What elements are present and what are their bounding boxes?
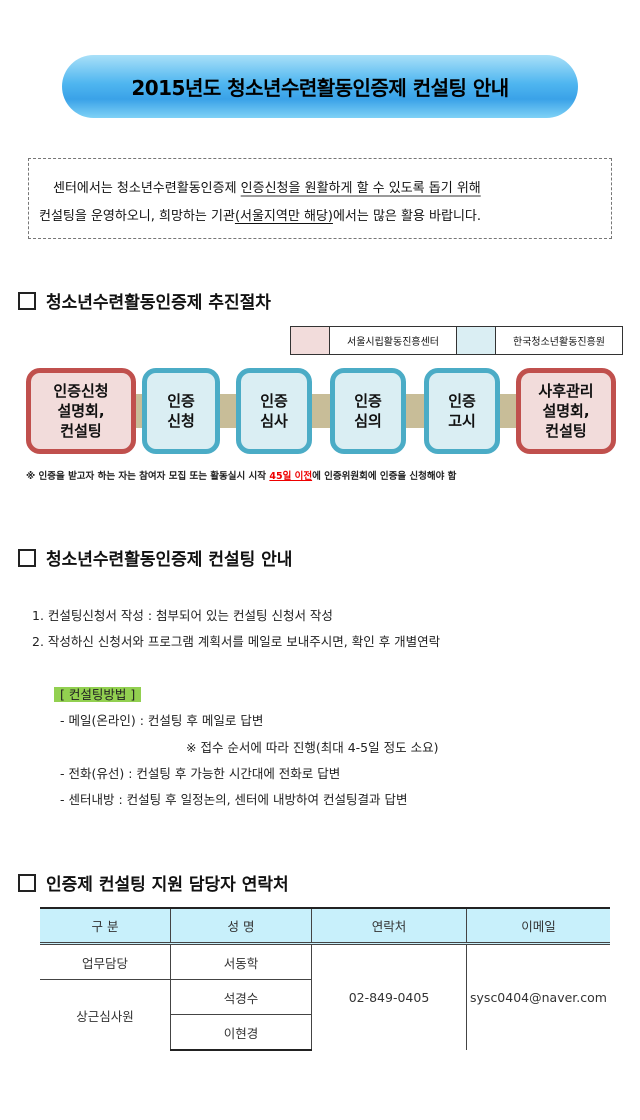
name-cell: 서동학: [170, 943, 312, 980]
step-box: 사후관리 설명회, 컨설팅: [516, 368, 616, 454]
method-note: ※ 접수 순서에 따라 진행(최대 4-5일 정도 소요): [186, 740, 439, 755]
intro-underlined-text: 인증신청을 원활하게 할 수 있도록 돕기 위해: [240, 181, 481, 196]
legend: 서울시립활동진흥센터 한국청소년활동진흥원: [290, 326, 623, 355]
column-header: 구 분: [40, 907, 171, 945]
step-box: 인증 신청: [142, 368, 220, 454]
checkbox-icon: [18, 291, 36, 310]
note-highlight: 45일 이전: [269, 471, 313, 482]
legend-label-seoul: 서울시립활동진흥센터: [330, 327, 457, 354]
intro-box: 센터에서는 청소년수련활동인증제 인증신청을 원활하게 할 수 있도록 돕기 위…: [28, 158, 612, 239]
intro-line-1: 센터에서는 청소년수련활동인증제 인증신청을 원활하게 할 수 있도록 돕기 위…: [53, 177, 481, 196]
checkbox-icon: [18, 548, 36, 567]
note-text: ※ 인증을 받고자 하는 자는 참여자 모집 또는 활동실시 시작: [26, 471, 270, 482]
intro-text: 센터에서는 청소년수련활동인증제: [53, 181, 241, 196]
list-item: 2. 작성하신 신청서와 프로그램 계획서를 메일로 보내주시면, 확인 후 개…: [32, 634, 441, 649]
legend-swatch-korea: [457, 327, 496, 354]
section-heading-procedure: 청소년수련활동인증제 추진절차: [18, 288, 271, 313]
table-row: 이현경: [40, 1014, 610, 1051]
column-header: 이메일: [466, 907, 610, 945]
section-heading-contacts: 인증제 컨설팅 지원 담당자 연락처: [18, 870, 289, 895]
step-box: 인증 고시: [424, 368, 500, 454]
note-text: 에 인증위원회에 인증을 신청해야 함: [312, 471, 457, 482]
heading-text: 인증제 컨설팅 지원 담당자 연락처: [46, 875, 289, 895]
legend-swatch-seoul: [291, 327, 330, 354]
contacts-table: 구 분 성 명 연락처 이메일 업무담당 서동학 02-849-0405 sys…: [40, 907, 610, 1051]
heading-text: 청소년수련활동인증제 컨설팅 안내: [46, 550, 293, 570]
column-header: 성 명: [170, 907, 312, 945]
page-title: 2015년도 청소년수련활동인증제 컨설팅 안내: [62, 55, 578, 118]
heading-text: 청소년수련활동인증제 추진절차: [46, 293, 271, 313]
step-box: 인증 심사: [236, 368, 312, 454]
step-box: 인증신청 설명회, 컨설팅: [26, 368, 136, 454]
intro-text: 에서는 많은 활용 바랍니다.: [332, 209, 482, 224]
procedure-note: ※ 인증을 받고자 하는 자는 참여자 모집 또는 활동실시 시작 45일 이전…: [26, 468, 456, 482]
table-row: 상근심사원 석경수: [40, 979, 610, 1050]
intro-underlined-text: (서울지역만 해당): [234, 209, 333, 224]
role-cell: 상근심사원: [40, 979, 171, 1050]
role-cell: 업무담당: [40, 943, 171, 980]
method-item: - 메일(온라인) : 컨설팅 후 메일로 답변: [60, 713, 264, 728]
list-item: 1. 컨설팅신청서 작성 : 첨부되어 있는 컨설팅 신청서 작성: [32, 608, 333, 623]
column-header: 연락처: [311, 907, 467, 945]
method-label: [ 컨설팅방법 ]: [54, 687, 142, 702]
name-cell: 이현경: [170, 1014, 312, 1051]
method-item: - 전화(유선) : 컨설팅 후 가능한 시간대에 전화로 답변: [60, 766, 341, 781]
checkbox-icon: [18, 873, 36, 892]
section-heading-consulting: 청소년수련활동인증제 컨설팅 안내: [18, 545, 292, 570]
intro-line-2: 컨설팅을 운영하오니, 희망하는 기관(서울지역만 해당)에서는 많은 활용 바…: [39, 205, 481, 224]
email-cell[interactable]: sysc0404@naver.com: [466, 943, 610, 1050]
table-row: 업무담당 서동학 02-849-0405 sysc0404@naver.com: [40, 943, 610, 1050]
legend-label-korea: 한국청소년활동진흥원: [513, 337, 605, 348]
name-cell: 석경수: [170, 979, 312, 1015]
step-box: 인증 심의: [330, 368, 406, 454]
intro-text: 컨설팅을 운영하오니, 희망하는 기관: [39, 209, 235, 224]
table-header-row: 구 분 성 명 연락처 이메일: [40, 907, 610, 945]
method-item: - 센터내방 : 컨설팅 후 일정논의, 센터에 내방하여 컨설팅결과 답변: [60, 792, 408, 807]
phone-cell: 02-849-0405: [311, 943, 467, 1050]
